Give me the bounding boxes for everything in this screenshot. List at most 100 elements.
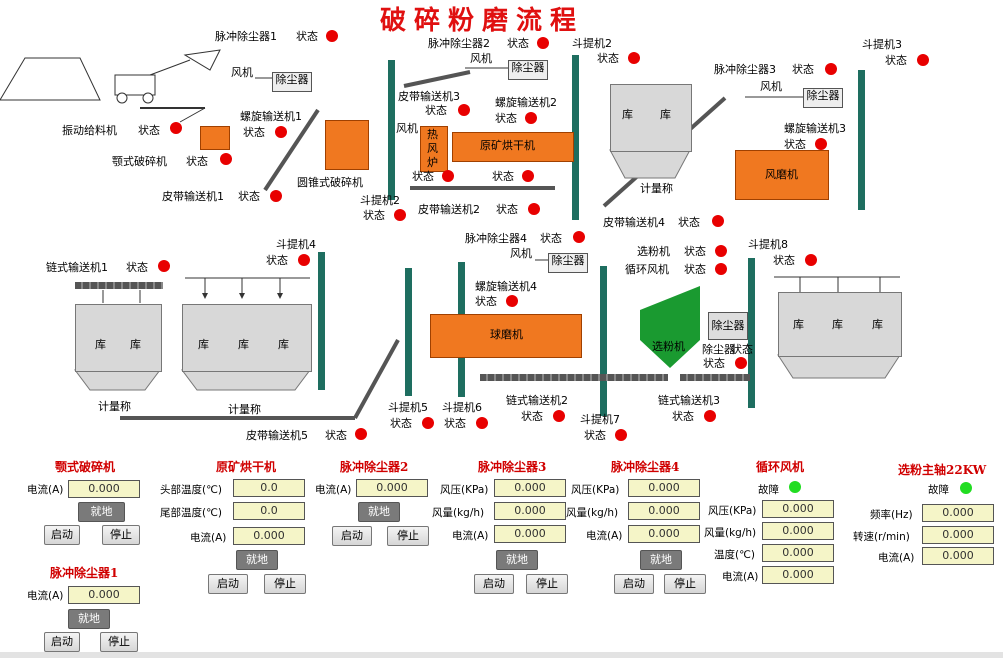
dryer-current-label: 电流(A) [190,532,227,544]
pulse2-local-button[interactable]: 就地 [358,502,400,522]
status-light-belt4 [712,215,724,227]
status-light-pulse4 [573,231,585,243]
belt3-label: 皮带输送机3 [398,90,460,103]
status-light-furnace [442,170,454,182]
belt4-label: 皮带输送机4 [603,216,665,229]
status-label: 状态 [444,417,466,430]
sepaxis-current-label: 电流(A) [878,552,915,564]
status-label: 状态 [126,261,148,274]
status-light-elev8 [805,254,817,266]
dust-collector-2[interactable]: 除尘器 [508,60,548,80]
status-light-chain1 [158,260,170,272]
bin-label: 库 [278,338,289,351]
feeder-label: 振动给料机 [62,124,117,137]
hot-air-furnace[interactable] [420,126,448,172]
circfan-panel-title: 循环风机 [756,460,805,474]
status-light-belt3 [458,104,470,116]
screw2-label: 螺旋输送机2 [495,96,557,109]
elevator-2[interactable] [388,60,395,200]
status-label: 状态 [684,245,706,258]
status-label: 状态 [540,232,562,245]
elevator-7[interactable] [600,266,607,416]
status-label: 状态 [731,343,753,356]
circfan-pressure-value: 0.000 [762,500,834,518]
dryer-local-button[interactable]: 就地 [236,550,278,570]
status-light-elev6 [476,417,488,429]
ball-mill-body[interactable] [430,314,582,358]
status-light-elev3 [917,54,929,66]
pulse4-local-button[interactable]: 就地 [640,550,682,570]
dust-collector-4[interactable]: 除尘器 [548,253,588,273]
chain-conveyor-2[interactable] [480,374,668,381]
elevator-8[interactable] [748,258,755,408]
status-label: 状态 [773,254,795,267]
pulse3-current-value: 0.000 [494,525,566,543]
pulse1-local-button[interactable]: 就地 [68,609,110,629]
status-label: 状态 [412,170,434,183]
status-label: 状态 [672,410,694,423]
status-label: 状态 [507,37,529,50]
jaw-crusher[interactable] [200,126,230,150]
status-label: 状态 [492,170,514,183]
furnace-fan-label: 风机 [396,122,418,135]
jaw-start-button[interactable]: 启动 [44,525,80,545]
elevator-3[interactable] [858,70,865,210]
belt1-label: 皮带输送机1 [162,190,224,203]
dryer-head-label: 头部温度(℃) [160,484,222,496]
pulse1-stop-button[interactable]: 停止 [100,632,138,652]
pulse2-start-button[interactable]: 启动 [332,526,372,546]
pulse3-label: 脉冲除尘器3 [714,63,776,76]
pulse3-start-button[interactable]: 启动 [474,574,514,594]
status-light-pulse2 [537,37,549,49]
elevator-4[interactable] [318,252,325,390]
chain-conveyor-1[interactable] [75,282,163,289]
dryer-start-button[interactable]: 启动 [208,574,248,594]
status-light-chain3 [704,410,716,422]
pulse3-stop-button[interactable]: 停止 [526,574,568,594]
dryer-stop-button[interactable]: 停止 [264,574,306,594]
status-label: 状态 [792,63,814,76]
status-label: 状态 [243,126,265,139]
circfan-pressure-label: 风压(KPa) [708,505,757,517]
bin-label: 库 [660,108,671,121]
circfan-fault-indicator [789,481,801,493]
sepaxis-current-value: 0.000 [922,547,994,565]
circfan-temp-label: 温度(℃) [714,549,755,561]
chain1-label: 链式输送机1 [46,261,108,274]
wind-mill-body[interactable] [735,150,829,200]
chain-conveyor-3[interactable] [680,374,750,381]
status-label: 状态 [521,410,543,423]
pulse1-current-label: 电流(A) [27,590,64,602]
pulse3-local-button[interactable]: 就地 [496,550,538,570]
pulse1-start-button[interactable]: 启动 [44,632,80,652]
pulse4-stop-button[interactable]: 停止 [664,574,706,594]
jaw-stop-button[interactable]: 停止 [102,525,140,545]
bin-label: 库 [622,108,633,121]
pulse1-label: 脉冲除尘器1 [215,30,277,43]
dryer-drum[interactable] [452,132,574,162]
elevator-5[interactable] [405,268,412,396]
dust-collector-3[interactable]: 除尘器 [803,88,843,108]
chain2-label: 链式输送机2 [506,394,568,407]
pulse4-start-button[interactable]: 启动 [614,574,654,594]
status-light-screw1 [275,126,287,138]
windmill-label: 风磨机 [765,168,798,181]
separator-dust-collector[interactable]: 除尘器 [708,312,748,340]
separator-body[interactable] [640,310,700,340]
status-label: 状态 [703,357,725,370]
bottom-scroll-bar [0,652,1003,658]
pulse2-stop-button[interactable]: 停止 [387,526,429,546]
cone-crusher[interactable] [325,120,369,170]
status-label: 状态 [684,263,706,276]
jaw-local-button[interactable]: 就地 [78,502,125,522]
sepaxis-freq-value: 0.000 [922,504,994,522]
status-light-pulse1 [326,30,338,42]
dust-collector-1[interactable]: 除尘器 [272,72,312,92]
status-label: 状态 [496,203,518,216]
elevator-2b[interactable] [572,55,579,220]
dryer-tail-label: 尾部温度(℃) [160,507,222,519]
pulse1-current-value: 0.000 [68,586,140,604]
circfan-fault-label: 故障 [758,484,779,496]
ballmill-label: 球磨机 [490,328,523,341]
